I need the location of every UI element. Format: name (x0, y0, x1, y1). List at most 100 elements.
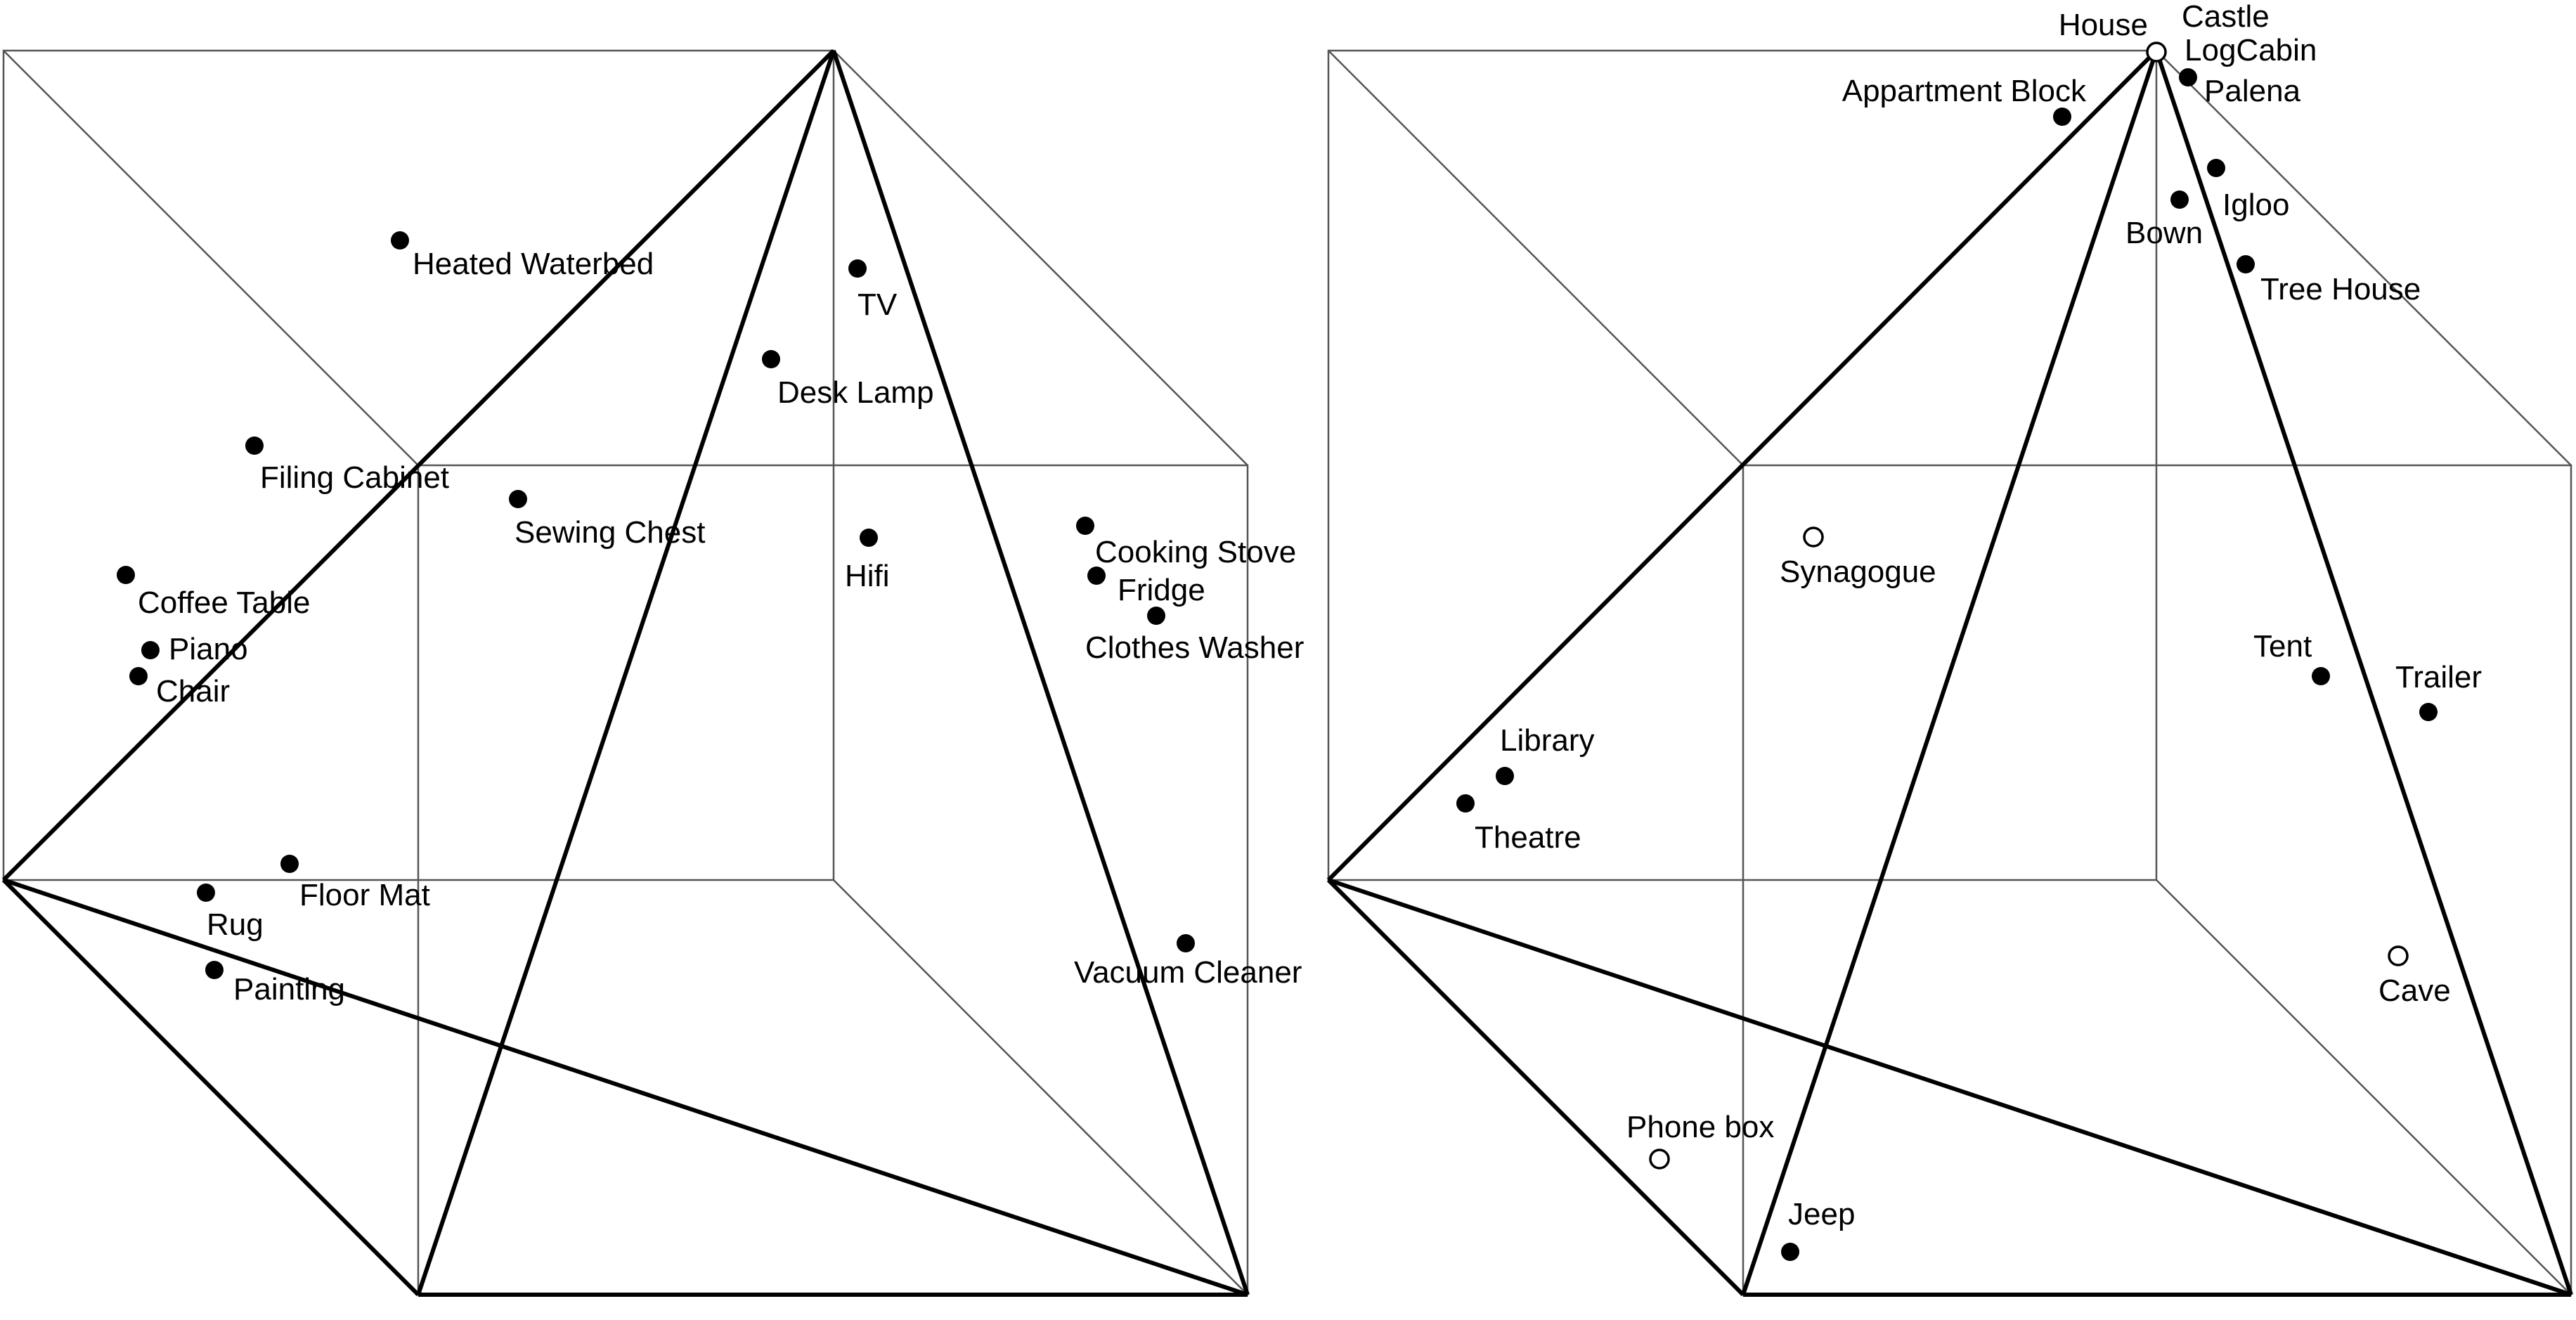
point-label: Igloo (2222, 188, 2289, 222)
point-igloo: Igloo (2207, 159, 2289, 222)
point-house: House (2059, 8, 2167, 63)
point-painting: Painting (205, 961, 345, 1007)
point-label: Jeep (1788, 1197, 1855, 1231)
point-label: Palena (2204, 74, 2301, 108)
point-label: Phone box (1626, 1110, 1774, 1144)
point-clothes-washer: Clothes Washer (1085, 607, 1304, 665)
filled-circle-marker (762, 350, 780, 368)
point-library: Library (1496, 723, 1595, 785)
filled-circle-marker (1087, 567, 1106, 585)
filled-circle-marker (509, 490, 527, 508)
point-label: TV (857, 287, 898, 322)
open-circle-marker (1803, 526, 1824, 548)
point-label: Clothes Washer (1085, 630, 1304, 665)
point-heated-waterbed: Heated Waterbed (391, 231, 654, 281)
open-circle-marker (1649, 1148, 1670, 1170)
point-label: Piano (169, 632, 248, 666)
filled-circle-marker (1456, 794, 1475, 813)
left-cube-edge-tl (3, 50, 419, 466)
right-tetra-edge-ab (1326, 48, 2158, 882)
right-tetrahedron (1326, 48, 2573, 1297)
point-label: Heated Waterbed (413, 247, 654, 281)
filled-circle-marker (141, 641, 160, 659)
point-label: Filing Cabinet (260, 460, 449, 495)
point-coffee-table: Coffee Table (117, 566, 310, 620)
point-castle: Castle (2182, 0, 2270, 34)
point-label: Coffee Table (138, 585, 310, 620)
point-label: Library (1500, 723, 1595, 758)
point-hifi: Hifi (845, 529, 890, 593)
point-trailer: Trailer (2395, 660, 2482, 721)
left-tetra-edge-ad (1, 878, 420, 1297)
point-theatre: Theatre (1456, 794, 1581, 855)
point-chair: Chair (129, 667, 230, 708)
point-label: Synagogue (1780, 555, 1936, 589)
left-tetra-edge-ac (3, 878, 1248, 1297)
filled-circle-marker (280, 855, 299, 873)
filled-circle-marker (205, 961, 224, 979)
point-label: Rug (207, 907, 264, 942)
point-phone-box: Phone box (1626, 1110, 1774, 1170)
point-synagogue: Synagogue (1780, 526, 1936, 589)
filled-circle-marker (197, 884, 215, 902)
point-label: House (2059, 8, 2148, 42)
filled-circle-marker (117, 566, 135, 584)
point-vacuum-cleaner: Vacuum Cleaner (1074, 934, 1302, 990)
point-label: Sewing Chest (514, 515, 705, 550)
filled-circle-marker (2237, 255, 2255, 273)
left-tetra-edge-bc (831, 50, 1250, 1295)
point-logcabin: LogCabin (2185, 33, 2317, 67)
left-cube-edge-tr (833, 50, 1248, 466)
point-label: Cave (2378, 973, 2451, 1008)
filled-circle-marker (2312, 667, 2330, 685)
point-label: Bown (2125, 216, 2203, 250)
right-tetra-edge-ac (1328, 878, 2572, 1297)
filled-circle-marker (1147, 607, 1165, 625)
point-label: Cooking Stove (1095, 535, 1296, 569)
filled-circle-marker (2207, 159, 2225, 177)
point-tree-house: Tree House (2237, 255, 2421, 306)
filled-circle-marker (2170, 190, 2189, 209)
filled-circle-marker (2053, 108, 2071, 126)
left-tetra-edge-bd (416, 50, 836, 1295)
point-desk-lamp: Desk Lamp (762, 350, 934, 410)
point-label: Theatre (1475, 820, 1581, 855)
point-label: Appartment Block (1842, 74, 2087, 108)
filled-circle-marker (2419, 703, 2438, 721)
filled-circle-marker (1076, 517, 1094, 535)
point-rug: Rug (197, 884, 264, 942)
point-label: Vacuum Cleaner (1074, 955, 1302, 990)
point-label: Hifi (845, 559, 890, 593)
point-label: Desk Lamp (777, 375, 934, 410)
point-tent: Tent (2253, 629, 2330, 685)
filled-circle-marker (245, 436, 264, 455)
point-label: Fridge (1118, 573, 1205, 607)
point-cave: Cave (2378, 945, 2451, 1008)
point-label: Trailer (2395, 660, 2482, 694)
point-label: Chair (156, 674, 230, 708)
filled-circle-marker (391, 231, 409, 250)
point-label: Tent (2253, 629, 2312, 664)
point-floor-mat: Floor Mat (280, 855, 430, 912)
point-fridge: Fridge (1087, 567, 1205, 607)
point-palena: Palena (2179, 68, 2301, 108)
right-tetra-edge-bc (2154, 50, 2573, 1295)
right-cube-edge-br (2156, 879, 2572, 1295)
left-tetra-edge-ab (1, 48, 836, 882)
point-label: Tree House (2260, 272, 2421, 306)
filled-circle-marker (860, 529, 878, 547)
point-label: Painting (233, 972, 345, 1007)
left-cube-edge-br (833, 879, 1248, 1295)
right-tetra-edge-ad (1326, 878, 1745, 1297)
point-label: Castle (2182, 0, 2270, 34)
point-tv: TV (848, 259, 898, 322)
point-label: Floor Mat (299, 878, 430, 912)
point-piano: Piano (141, 632, 248, 666)
filled-circle-marker (1781, 1243, 1799, 1261)
right-tetra-edge-bd (1741, 50, 2158, 1295)
